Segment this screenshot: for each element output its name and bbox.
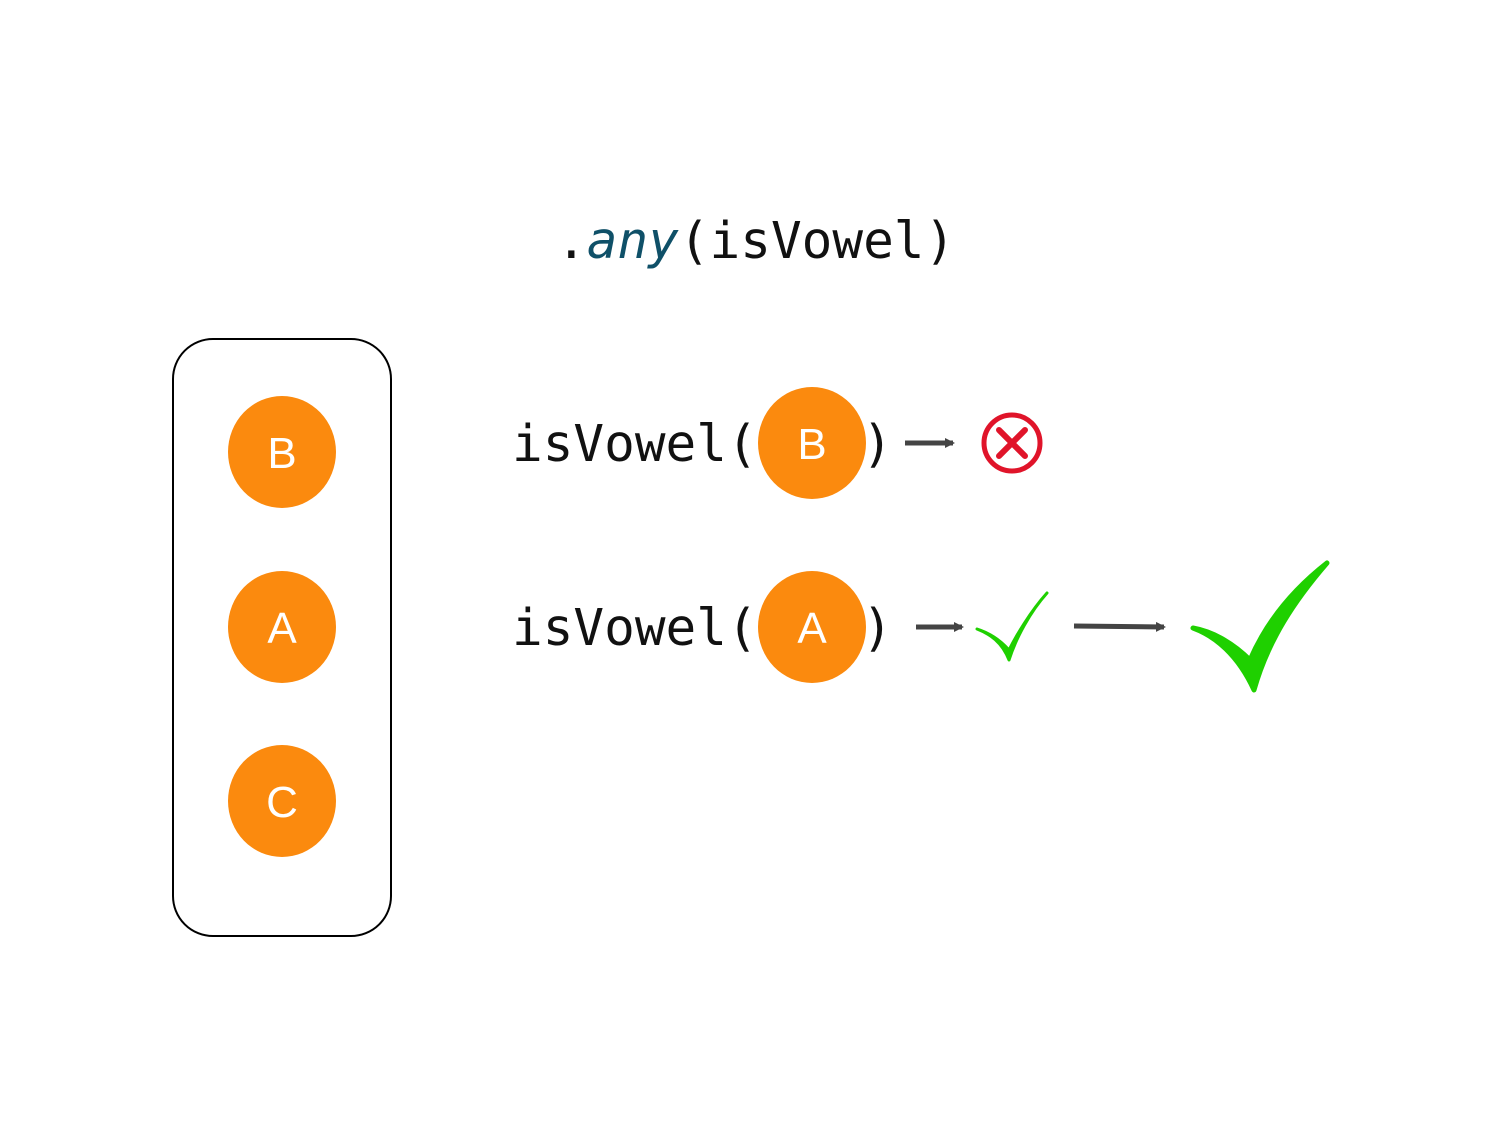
svg-text:A: A [267, 604, 297, 653]
call-row-b: isVowel( B ) [512, 387, 1043, 499]
argument-label: A [797, 604, 827, 653]
svg-text:C: C [266, 778, 298, 827]
x-circle-icon [981, 412, 1043, 474]
collection-item: A [228, 571, 336, 683]
svg-text:B: B [267, 429, 296, 478]
function-call: isVowel( [512, 599, 758, 658]
argument-circle [758, 571, 866, 683]
close-paren: ) [862, 415, 893, 474]
function-call: isVowel( [512, 415, 758, 474]
call-row-a: isVowel( A ) [512, 560, 1330, 693]
checkmark-icon [1190, 560, 1330, 693]
argument-circle [758, 387, 866, 499]
arrow-icon [1073, 621, 1166, 632]
collection-item: B [228, 396, 336, 508]
checkmark-icon [975, 591, 1049, 662]
method-name: any [587, 212, 679, 271]
argument-label: B [797, 420, 826, 469]
collection-item: C [228, 745, 336, 857]
page-title: .any(isVowel) [556, 212, 955, 271]
close-paren: ) [862, 599, 893, 658]
